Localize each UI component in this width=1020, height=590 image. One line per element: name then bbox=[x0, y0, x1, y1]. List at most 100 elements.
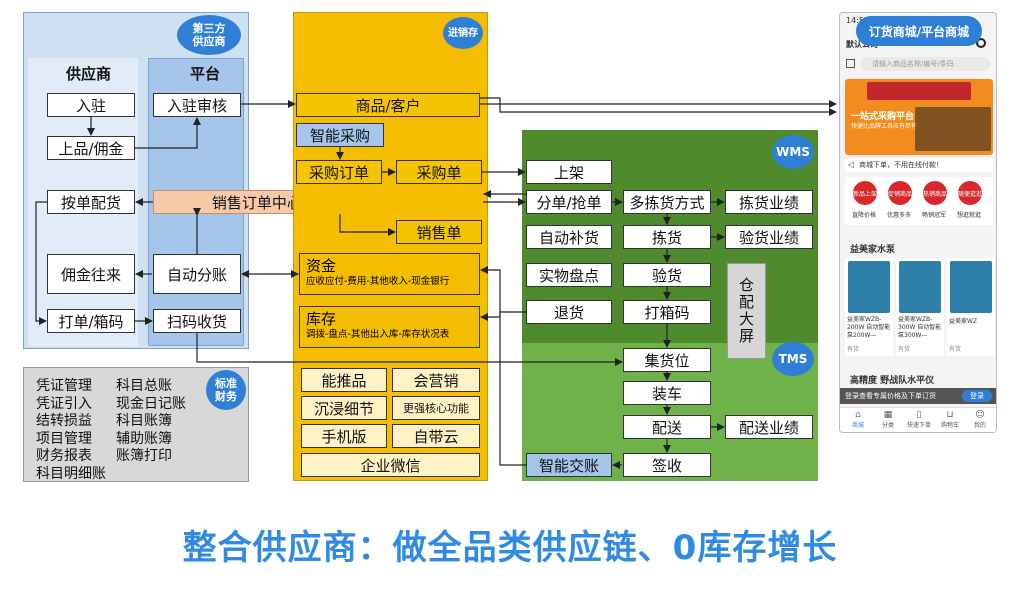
speaker-icon: ◁ bbox=[848, 160, 855, 169]
tab-home[interactable]: ⌂商城 bbox=[844, 410, 872, 429]
purchase-order-box[interactable]: 采购订单 bbox=[296, 160, 382, 184]
product-name: 益美家WZB-200W 自动智能泵200W— bbox=[847, 316, 891, 339]
quick-icon-hot[interactable]: 热销商品 bbox=[923, 181, 947, 205]
feature-push[interactable]: 能推品 bbox=[301, 368, 387, 392]
phone-banner[interactable]: 一站式采购平台 快捷比品牌工具应有尽有 bbox=[845, 79, 993, 155]
phone-scan-icon[interactable] bbox=[846, 59, 855, 68]
funds-subtitle: 应收应付-费用-其他收入-现金银行 bbox=[306, 276, 450, 287]
banner-line2: 快捷比品牌工具应有尽有 bbox=[851, 123, 918, 130]
feature-mobile[interactable]: 手机版 bbox=[301, 424, 387, 448]
phone-login-button[interactable]: 登录 bbox=[962, 390, 992, 402]
sales-sheet-box[interactable]: 销售单 bbox=[396, 220, 482, 244]
finance-item[interactable]: 凭证管理 bbox=[36, 378, 92, 394]
banner-machines bbox=[915, 107, 991, 151]
wms-split-grab[interactable]: 分单/抢单 bbox=[526, 190, 612, 214]
tab-label: 我的 bbox=[973, 422, 986, 429]
mall-badge: 订货商城/平台商城 bbox=[856, 16, 982, 46]
quick-label: 想逛就逛 bbox=[957, 212, 982, 219]
tms-delivery-performance[interactable]: 配送业绩 bbox=[725, 415, 813, 439]
tms-sign[interactable]: 签收 bbox=[623, 453, 711, 477]
finance-item[interactable]: 现金日记账 bbox=[116, 395, 186, 412]
supplier-header: 供应商 bbox=[66, 65, 112, 83]
finance-item[interactable]: 凭证引入 bbox=[36, 395, 92, 412]
smart-purchase-box[interactable]: 智能采购 bbox=[296, 123, 384, 147]
wms-badge: WMS bbox=[772, 135, 814, 169]
wms-auto-replenish[interactable]: 自动补货 bbox=[526, 225, 612, 249]
wms-inspection-performance[interactable]: 验货业绩 bbox=[725, 225, 813, 249]
phone-product-card[interactable]: 益美家WZ 有货 bbox=[947, 258, 995, 356]
supplier-item-list-commission[interactable]: 上品/佣金 bbox=[47, 136, 135, 160]
wms-return[interactable]: 退货 bbox=[526, 300, 612, 324]
tab-quick-order[interactable]: ▯快速下单 bbox=[904, 410, 934, 429]
tms-load[interactable]: 装车 bbox=[623, 381, 711, 405]
stock-box[interactable]: 库存 调拨-盘点-其他出入库-库存状况表 bbox=[299, 306, 480, 348]
finance-item[interactable]: 结转损益 bbox=[36, 413, 92, 429]
phone-product-card[interactable]: 益美家WZB-300W 自动智能泵300W— 有货 bbox=[896, 258, 944, 356]
product-image bbox=[848, 261, 890, 313]
platform-item-scan-receive[interactable]: 扫码收货 bbox=[153, 309, 241, 333]
phone-section-pumps: 益美家水泵 bbox=[850, 245, 896, 255]
product-image bbox=[899, 261, 941, 313]
feature-cloud[interactable]: 自带云 bbox=[392, 424, 480, 448]
goods-customer-box[interactable]: 商品/客户 bbox=[296, 93, 480, 117]
finance-item[interactable]: 科目明细账 bbox=[36, 465, 106, 482]
purchase-sheet-box[interactable]: 采购单 bbox=[396, 160, 482, 184]
tab-category[interactable]: ▦分类 bbox=[874, 410, 902, 429]
warehouse-screen[interactable]: 仓配大屏 bbox=[727, 263, 766, 359]
quick-icon-new[interactable]: 新品上架 bbox=[853, 181, 877, 205]
tms-smart-settle[interactable]: 智能交账 bbox=[526, 453, 612, 477]
finance-item[interactable]: 辅助账簿 bbox=[116, 430, 172, 447]
wms-picking-performance[interactable]: 拣货业绩 bbox=[725, 190, 813, 214]
stock-title: 库存 bbox=[306, 310, 337, 328]
product-name: 益美家WZB-300W 自动智能泵300W— bbox=[898, 316, 942, 339]
product-price: 有货 bbox=[847, 346, 860, 353]
finance-item[interactable]: 财务报表 bbox=[36, 448, 92, 464]
tab-label: 快速下单 bbox=[906, 422, 931, 429]
jxc-badge: 进销存 bbox=[443, 17, 483, 49]
wms-physical-count[interactable]: 实物盘点 bbox=[526, 263, 612, 287]
third-party-badge: 第三方 供应商 bbox=[177, 15, 241, 55]
tab-cart[interactable]: ⊔购物车 bbox=[936, 410, 964, 429]
platform-item-join-review[interactable]: 入驻审核 bbox=[153, 93, 241, 117]
finance-item[interactable]: 账簿打印 bbox=[116, 448, 172, 464]
tab-me[interactable]: ☺我的 bbox=[966, 410, 994, 429]
feature-marketing[interactable]: 会营销 bbox=[392, 368, 480, 392]
supplier-item-allocate[interactable]: 按单配货 bbox=[47, 190, 135, 214]
banner-line1: 一站式采购平台 bbox=[851, 112, 915, 122]
quick-icon-text: 随便逛逛 bbox=[958, 190, 983, 198]
finance-item[interactable]: 科目账簿 bbox=[116, 413, 172, 429]
banner-logo bbox=[867, 82, 971, 100]
platform-item-auto-split[interactable]: 自动分账 bbox=[153, 254, 241, 294]
phone-login-bar: 登录查看专属价格及下单订货 登录 bbox=[840, 388, 996, 404]
wms-putaway[interactable]: 上架 bbox=[526, 160, 612, 184]
wms-picking[interactable]: 拣货 bbox=[623, 225, 711, 249]
finance-item[interactable]: 科目总账 bbox=[116, 378, 172, 394]
wms-inspection[interactable]: 验货 bbox=[623, 263, 711, 287]
stock-subtitle: 调拨-盘点-其他出入库-库存状况表 bbox=[306, 329, 450, 340]
feature-core[interactable]: 更强核心功能 bbox=[392, 396, 480, 420]
phone-store-name: 默认公司 bbox=[846, 40, 878, 49]
tms-collect[interactable]: 集货位 bbox=[623, 348, 711, 372]
quick-icon-promo[interactable]: 促销商品 bbox=[888, 181, 912, 205]
feature-wechat[interactable]: 企业微信 bbox=[301, 453, 480, 477]
phone-search-placeholder: 请输入商品名称/编号/条码 bbox=[872, 60, 954, 68]
supplier-item-join[interactable]: 入驻 bbox=[47, 93, 135, 117]
phone-product-card[interactable]: 益美家WZB-200W 自动智能泵200W— 有货 bbox=[845, 258, 893, 356]
quick-label: 优惠多多 bbox=[887, 212, 912, 219]
slogan: 整合供应商：做全品类供应链、0库存增长 bbox=[182, 528, 838, 568]
feature-detail[interactable]: 沉浸细节 bbox=[301, 396, 387, 420]
wms-box-code[interactable]: 打箱码 bbox=[623, 300, 711, 324]
supplier-item-print-box[interactable]: 打单/箱码 bbox=[47, 309, 135, 333]
phone-search-input[interactable]: 请输入商品名称/编号/条码 bbox=[860, 57, 990, 71]
funds-box[interactable]: 资金 应收应付-费用-其他收入-现金银行 bbox=[299, 253, 480, 295]
quick-label: 直降价格 bbox=[852, 212, 877, 219]
phone-qr-icon[interactable] bbox=[976, 38, 986, 48]
wms-picking-methods[interactable]: 多拣货方式 bbox=[623, 190, 711, 214]
finance-item[interactable]: 项目管理 bbox=[36, 430, 92, 447]
quick-icon-browse[interactable]: 随便逛逛 bbox=[958, 181, 982, 205]
phone-tabbar: ⌂商城 ▦分类 ▯快速下单 ⊔购物车 ☺我的 bbox=[840, 407, 996, 432]
product-price: 有货 bbox=[949, 346, 962, 353]
supplier-item-commission-flow[interactable]: 佣金往来 bbox=[47, 254, 135, 294]
tms-deliver[interactable]: 配送 bbox=[623, 415, 711, 439]
finance-badge: 标准 财务 bbox=[206, 370, 246, 410]
